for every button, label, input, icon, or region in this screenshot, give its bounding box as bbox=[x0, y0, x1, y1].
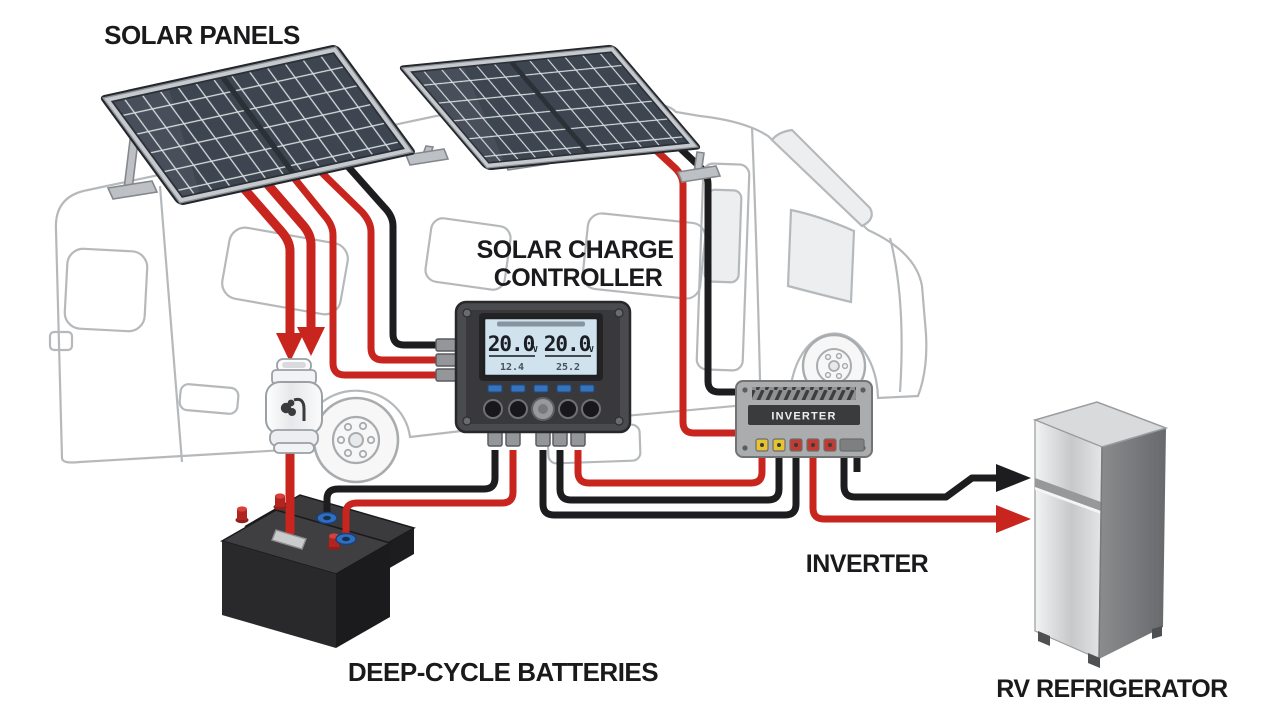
rv-cab-side-window bbox=[786, 208, 856, 304]
lcd-right-unit: V bbox=[589, 345, 594, 354]
wire-panel1-positive-to-controller-1 bbox=[287, 170, 452, 379]
wire-panel1-positive-to-pump-a bbox=[236, 181, 295, 336]
rv-cab-seam bbox=[750, 126, 762, 381]
label-inverter: INVERTER bbox=[806, 550, 929, 578]
controller-knobs bbox=[483, 397, 601, 421]
label-solar-panels: SOLAR PANELS bbox=[104, 20, 300, 50]
wire-panel2-positive-to-inverter bbox=[644, 139, 740, 437]
arrowhead-fridge-positive bbox=[996, 505, 1031, 533]
rv-rear-corner-seam bbox=[158, 185, 184, 463]
arrowhead-pump-a bbox=[276, 333, 304, 362]
inverter-vent-grille bbox=[752, 387, 856, 400]
battery-negative-terminal bbox=[316, 511, 338, 525]
label-charge-controller-line1: SOLAR CHARGE bbox=[477, 236, 674, 264]
label-batteries: DEEP-CYCLE BATTERIES bbox=[348, 657, 658, 687]
lcd-left-unit: V bbox=[533, 345, 538, 354]
pump-icon bbox=[280, 397, 306, 421]
inverter-device: INVERTER bbox=[735, 380, 873, 458]
wire-controller-to-inverter-negative-2 bbox=[539, 450, 800, 519]
label-refrigerator: RV REFRIGERATOR bbox=[996, 675, 1228, 703]
inverter-label-band bbox=[748, 405, 860, 425]
wire-panel1-positive-to-controller-2 bbox=[314, 165, 452, 364]
inverter-terminal-dots bbox=[760, 443, 832, 447]
wiring-harness bbox=[236, 133, 1031, 537]
lcd-right-sub: 25.2 bbox=[556, 362, 580, 373]
panel2-module-right bbox=[514, 53, 687, 152]
controller-lcd-display: 20.0 V 20.0 V 12.4 25.2 bbox=[479, 313, 603, 381]
wire-controller-to-battery-positive bbox=[342, 450, 517, 537]
fridge-door-divider bbox=[1035, 478, 1101, 511]
battery-positive-terminal bbox=[335, 532, 357, 546]
rv-rear-wheel bbox=[312, 396, 400, 484]
fridge-front-face bbox=[1034, 419, 1103, 660]
battery-plate-terminal bbox=[271, 529, 307, 550]
wire-inverter-to-fridge-positive bbox=[809, 452, 998, 523]
panel1-module-right bbox=[226, 54, 402, 172]
lcd-header-strip bbox=[497, 321, 585, 327]
solar-panel-1 bbox=[100, 45, 415, 205]
solar-charge-controller-device: 20.0 V 20.0 V 12.4 25.2 bbox=[435, 300, 632, 447]
rv-entry-door bbox=[695, 162, 751, 372]
fridge-side-face bbox=[1099, 428, 1166, 659]
wire-controller-to-battery-negative bbox=[323, 450, 499, 516]
inverter-panel-text: INVERTER bbox=[771, 411, 836, 423]
arrowhead-pump-b bbox=[297, 327, 325, 356]
wire-panel1-positive-to-pump-b bbox=[259, 176, 316, 330]
solar-panel-array bbox=[100, 44, 722, 205]
rv-side-window-2 bbox=[424, 217, 512, 291]
diagram-labels: SOLAR PANELS SOLAR CHARGE CONTROLLER DEE… bbox=[104, 20, 1229, 703]
battery-front bbox=[220, 509, 392, 648]
lcd-right-value: 20.0 bbox=[544, 332, 591, 356]
solar-panel-2 bbox=[399, 44, 701, 171]
wire-panel1-negative-to-controller bbox=[341, 159, 452, 349]
wire-inverter-to-fridge-negative bbox=[840, 452, 998, 501]
panel1-module-left bbox=[113, 78, 290, 196]
battery-terminals bbox=[235, 493, 357, 551]
rv-side-window-1 bbox=[221, 226, 349, 316]
lcd-left-value: 20.0 bbox=[488, 332, 535, 356]
rv-side-window-3 bbox=[581, 212, 707, 300]
inverter-terminals bbox=[755, 438, 865, 452]
fridge-feet bbox=[1038, 626, 1162, 668]
controller-buttons bbox=[487, 384, 595, 393]
panel2-module-left bbox=[413, 63, 586, 162]
rv-water-pump-tank bbox=[265, 358, 323, 454]
fridge-door-divider-highlight bbox=[1035, 487, 1101, 514]
lcd-left-sub: 12.4 bbox=[500, 362, 524, 373]
label-charge-controller-line2: CONTROLLER bbox=[494, 264, 663, 292]
rv-rear-vent bbox=[48, 330, 74, 352]
battery-post-2 bbox=[273, 493, 287, 511]
wire-controller-to-inverter-negative-1 bbox=[556, 450, 783, 504]
rv-rear-window bbox=[63, 247, 149, 333]
rv-refrigerator-device bbox=[1032, 401, 1169, 668]
rv-windshield bbox=[770, 128, 873, 228]
rv-nose-seam bbox=[888, 237, 903, 393]
battery-post-1 bbox=[235, 506, 249, 524]
controller-screws bbox=[462, 308, 624, 426]
wire-controller-to-inverter-positive bbox=[574, 450, 766, 487]
arrowhead-fridge-negative bbox=[996, 464, 1031, 492]
rv-storage-hatch-1 bbox=[178, 383, 240, 415]
